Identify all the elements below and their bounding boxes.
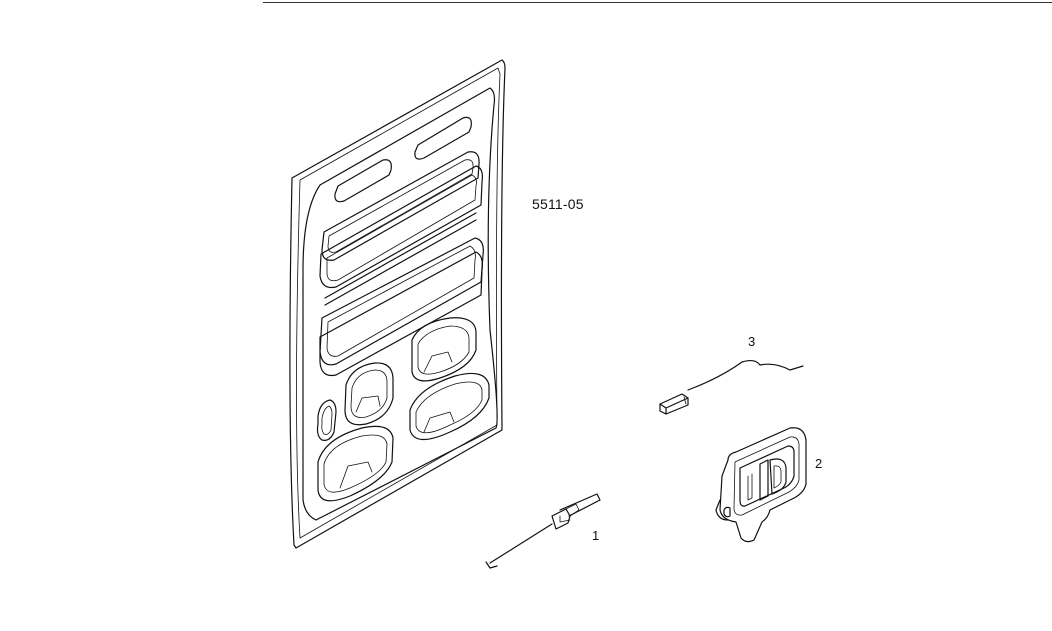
top-border-line: [263, 2, 1052, 3]
part-1-connector-wire: [485, 493, 601, 569]
part-2-lamp-bezel: [715, 427, 807, 543]
callout-1: 1: [592, 528, 600, 543]
callout-3: 3: [748, 334, 756, 349]
door-panel: [289, 59, 506, 549]
part-3-sensor-wire: [659, 359, 804, 415]
callout-2: 2: [815, 456, 823, 471]
diagram-code-label: 5511-05: [532, 196, 584, 212]
